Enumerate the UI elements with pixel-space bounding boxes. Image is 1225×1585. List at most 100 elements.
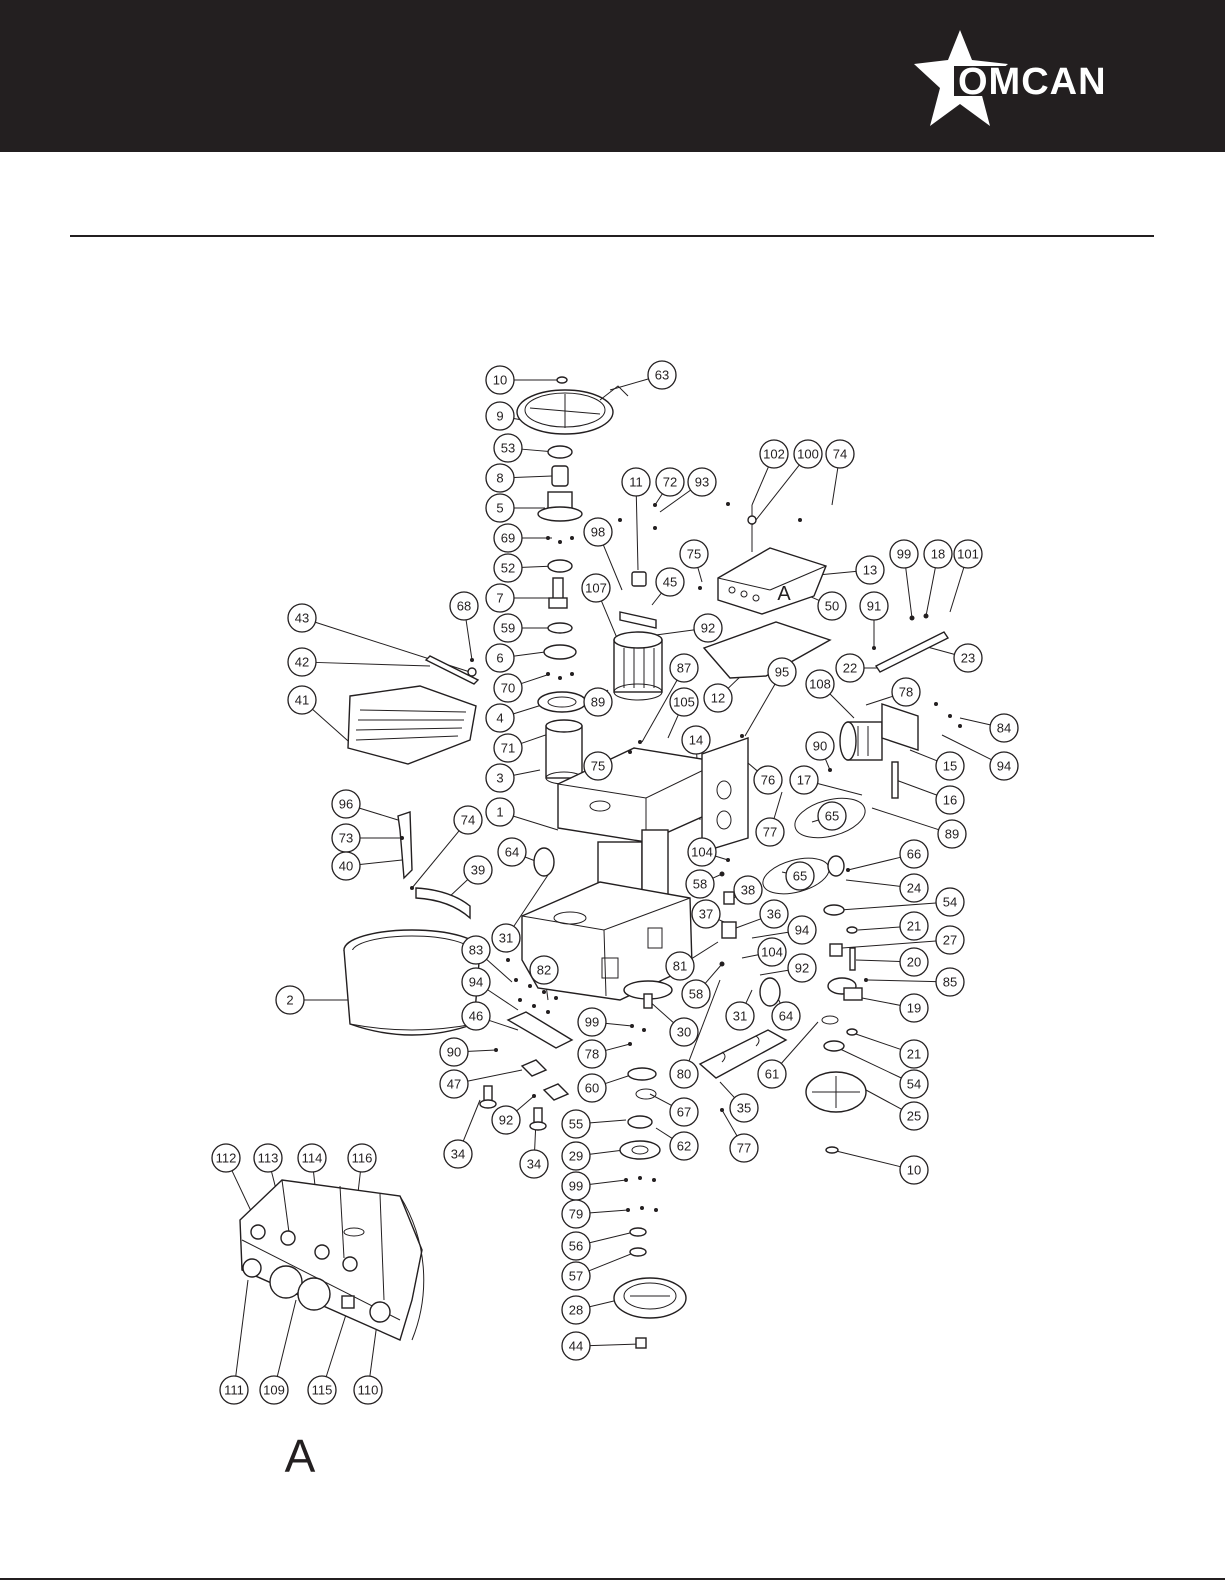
part-callout-74: 74 <box>825 439 855 469</box>
part-callout-92: 92 <box>693 613 723 643</box>
timer-dial-109a <box>269 1265 303 1299</box>
seal-59 <box>547 622 573 634</box>
button-116 <box>342 1256 358 1272</box>
pulley-25 <box>805 1071 867 1113</box>
part-callout-24: 24 <box>899 873 929 903</box>
part-callout-61: 61 <box>757 1059 787 1089</box>
main-frame-1 <box>521 747 723 1001</box>
part-callout-38: 38 <box>733 875 763 905</box>
leader-line-99 <box>605 1022 633 1027</box>
part-callout-50: 50 <box>817 591 847 621</box>
callout-number: 41 <box>295 693 309 708</box>
callout-circle <box>497 837 527 867</box>
bearing-54-upper <box>823 904 845 916</box>
leader-line-42 <box>315 661 431 667</box>
part-callout-43: 43 <box>287 603 317 633</box>
callout-circle <box>583 687 613 717</box>
callout-number: 99 <box>569 1179 583 1194</box>
leader-line-98 <box>602 544 623 591</box>
callout-circle <box>889 539 919 569</box>
callout-number: 36 <box>767 907 781 922</box>
part-callout-99: 99 <box>561 1171 591 1201</box>
callout-number: 14 <box>689 733 703 748</box>
circlip-67 <box>635 1088 657 1100</box>
leader-line-94 <box>941 734 992 761</box>
shield-39 <box>415 887 471 920</box>
ring-61 <box>821 1015 839 1025</box>
rail-46 <box>506 1011 574 1049</box>
callout-circle <box>835 653 865 683</box>
part-callout-83: 83 <box>461 935 491 965</box>
callout-circle <box>655 567 685 597</box>
leader-line-79 <box>589 1209 629 1214</box>
part-callout-113: 113 <box>253 1143 283 1173</box>
part-callout-29: 29 <box>561 1141 591 1171</box>
callout-circle <box>935 887 965 917</box>
callout-number: 6 <box>496 651 503 666</box>
part-callout-11: 11 <box>621 467 651 497</box>
callout-circle <box>259 1375 289 1405</box>
callout-number: 45 <box>663 575 677 590</box>
callout-circle <box>211 1143 241 1173</box>
callout-number: 35 <box>737 1101 751 1116</box>
leader-line-31 <box>745 989 753 1004</box>
callout-number: 21 <box>907 1047 921 1062</box>
washer-21-upper <box>846 926 858 934</box>
leader-line-54 <box>837 1047 902 1079</box>
callout-number: 98 <box>591 525 605 540</box>
callout-number: 52 <box>501 561 515 576</box>
callout-number: 58 <box>689 987 703 1002</box>
part-callout-90: 90 <box>439 1037 469 1067</box>
callout-circle <box>493 673 523 703</box>
callout-circle <box>463 855 493 885</box>
callout-circle <box>561 1295 591 1325</box>
callout-circle <box>729 1093 759 1123</box>
part-callout-94: 94 <box>461 967 491 997</box>
callout-circle <box>655 467 685 497</box>
part-callout-57: 57 <box>561 1261 591 1291</box>
knob-43 <box>467 667 477 677</box>
detail-a-inset <box>239 1179 425 1341</box>
leader-line-35 <box>719 1081 735 1099</box>
bowl-base-30 <box>623 980 673 1009</box>
part-callout-78: 78 <box>577 1039 607 1069</box>
callout-circle <box>307 1375 337 1405</box>
callout-circle <box>331 789 361 819</box>
cover-plate-12 <box>702 621 832 679</box>
foot-plate-47b <box>542 1083 570 1101</box>
part-callout-46: 46 <box>461 1001 491 1031</box>
pulley-64-left <box>533 847 555 877</box>
leader-line-74 <box>831 467 839 506</box>
part-callout-98: 98 <box>583 517 613 547</box>
callout-circle <box>583 517 613 547</box>
callout-circle <box>287 603 317 633</box>
plate-4 <box>537 691 587 713</box>
leader-line-17 <box>817 783 863 796</box>
leader-line-94 <box>751 931 789 939</box>
washer-top <box>556 376 568 384</box>
callout-circle <box>899 1101 929 1131</box>
leader-line-89 <box>871 807 939 831</box>
leader-line-108 <box>829 693 855 719</box>
detail-a-label: A <box>285 1430 316 1482</box>
callout-circle <box>755 817 785 847</box>
leader-line-16 <box>895 779 938 796</box>
part-callout-101: 101 <box>953 539 983 569</box>
callout-number: 66 <box>907 847 921 862</box>
part-callout-77: 77 <box>755 817 785 847</box>
callout-number: 19 <box>907 1001 921 1016</box>
callout-number: 84 <box>997 721 1011 736</box>
part-callout-71: 71 <box>493 733 523 763</box>
callout-number: 27 <box>943 933 957 948</box>
callout-circle <box>347 1143 377 1173</box>
pulley-28 <box>613 1277 687 1319</box>
part-callout-79: 79 <box>561 1199 591 1229</box>
callout-circle <box>681 979 711 1009</box>
callout-circle <box>785 861 815 891</box>
part-callout-28: 28 <box>561 1295 591 1325</box>
callout-number: 60 <box>585 1081 599 1096</box>
callout-number: 94 <box>795 923 809 938</box>
bushing-27 <box>829 943 843 957</box>
callout-circle <box>923 539 953 569</box>
leader-line-109 <box>276 1299 297 1377</box>
